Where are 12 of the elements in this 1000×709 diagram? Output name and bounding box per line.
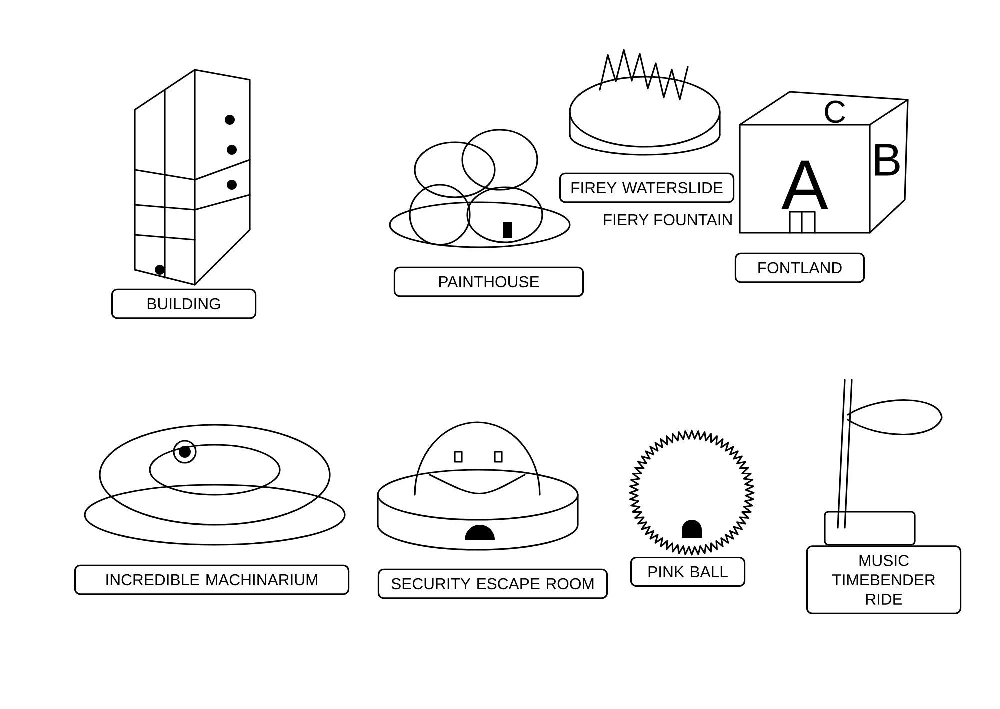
letter: B <box>876 144 900 176</box>
name-plate: PINK BALL <box>630 556 746 587</box>
name-plate: PAINTHOUSE <box>394 266 584 298</box>
name-plate: SECURITY ESCAPE ROOM <box>378 568 608 600</box>
name-plate: BUILDING <box>111 288 257 320</box>
name-plate: INCREDIBLE MACHINARIUM <box>74 564 350 596</box>
name-plate: FIREY WATERSLIDE <box>559 172 735 204</box>
name-plate: MUSIC TIMEBENDER RIDE <box>806 546 962 614</box>
letter: A <box>782 160 828 210</box>
note: FIERY FOUNTAIN <box>604 214 732 226</box>
name-plate: FONTLAND <box>734 252 866 284</box>
letter: C <box>825 100 846 124</box>
